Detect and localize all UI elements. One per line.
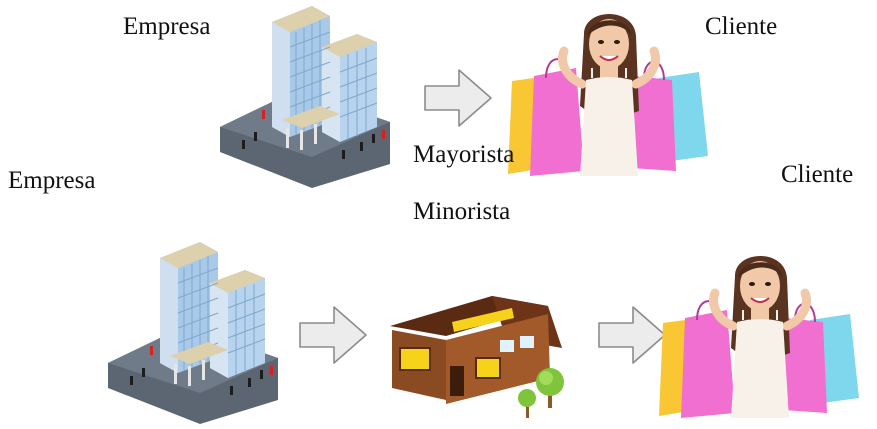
- office-building-icon: [212, 2, 402, 192]
- top-empresa-label: Empresa: [123, 13, 211, 40]
- shopper-woman-icon: [645, 248, 875, 428]
- mid-empresa-label: Empresa: [8, 167, 96, 194]
- shopper-woman-icon: [494, 6, 724, 186]
- right-arrow-icon: [423, 68, 493, 128]
- top-cliente-label: Cliente: [705, 13, 778, 40]
- office-building-icon: [100, 238, 290, 428]
- retail-store-icon: [380, 278, 570, 428]
- right-arrow-icon: [298, 305, 368, 365]
- mayorista-label: Mayorista: [413, 141, 515, 168]
- mid-cliente-label: Cliente: [781, 161, 854, 188]
- minorista-label: Minorista: [413, 198, 511, 225]
